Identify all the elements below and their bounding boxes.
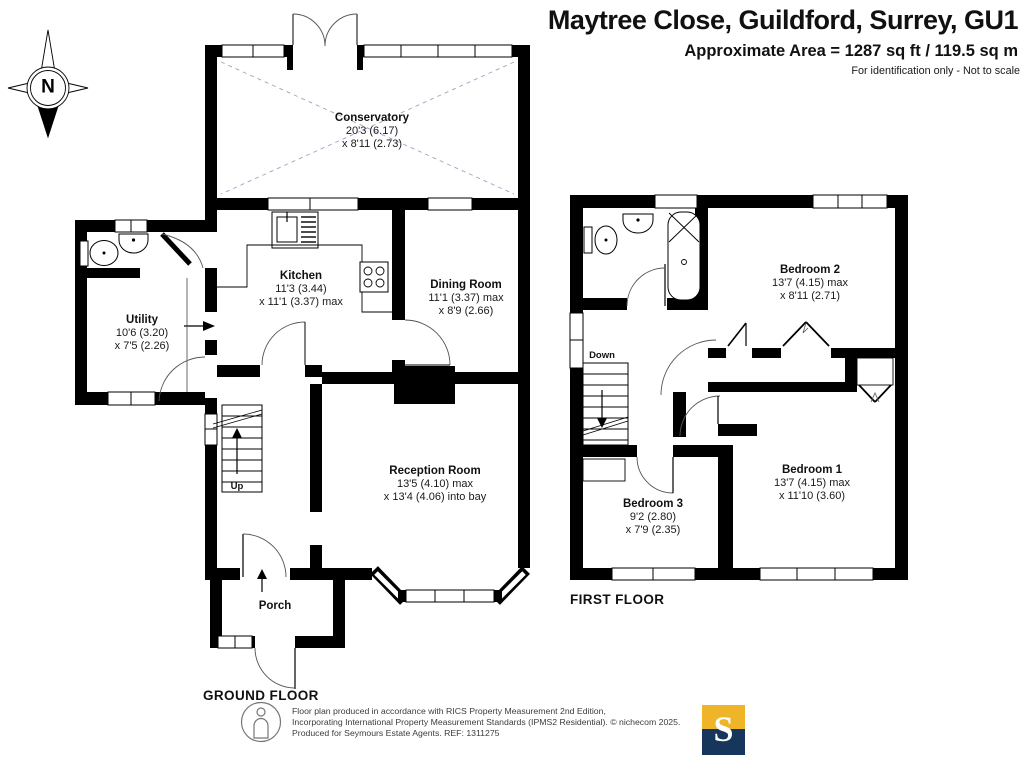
utility-structure [75,219,206,406]
ff-outer-walls [569,194,908,581]
footer-line-3: Produced for Seymours Estate Agents. REF… [292,727,500,738]
footer-line-1: Floor plan produced in accordance with R… [292,706,606,716]
logo-navy-half [702,729,745,755]
hall-stairs [184,321,322,578]
toilet-icon [79,240,119,267]
room-label-reception: Reception Room 13'5 (4.10) max x 13'4 (4… [383,465,487,503]
toilet-icon [583,225,618,255]
logo-gold-half [702,705,745,729]
compass-label: N [41,76,55,98]
ff-landing-stairs [582,339,757,568]
conservatory-structure [205,13,530,211]
north-arrow-compass [7,29,89,139]
approximate-area: Approximate Area = 1287 sq ft / 119.5 sq… [684,42,1018,60]
room-label-bedroom3: Bedroom 3 9'2 (2.80) x 7'9 (2.35) [622,498,684,536]
ground-outer-walls [204,210,530,580]
footer-disclaimer: Floor plan produced in accordance with R… [292,706,680,738]
room-label-bedroom2: Bedroom 2 13'7 (4.15) max x 8'11 (2.71) [771,264,849,302]
basin-icon [622,213,654,234]
seymours-logo: S [702,705,745,755]
basin-icon [118,233,149,254]
page-title: Maytree Close, Guildford, Surrey, GU1 [547,5,1019,35]
room-label-utility: Utility 10'6 (3.20) x 7'5 (2.26) [114,314,170,352]
bathroom-structure [583,208,708,310]
room-label-dining: Dining Room 11'1 (3.37) max x 8'9 (2.66) [428,279,504,317]
first-floor-label: FIRST FLOOR [570,592,665,607]
porch-structure [210,569,345,689]
person-icon [240,701,282,743]
reception-structure [310,366,530,605]
stairs-down-label: Down [589,350,615,361]
wardrobes [708,321,895,403]
room-label-kitchen: Kitchen 11'3 (3.44) x 11'1 (3.37) max [259,270,343,308]
logo-letter: S [713,708,734,749]
stairs-up-label: Up [230,481,244,492]
bath-icon [667,211,701,301]
room-label-porch: Porch [258,600,292,612]
ground-floor-plan [75,13,530,689]
ground-floor-label: GROUND FLOOR [203,688,319,703]
room-label-conservatory: Conservatory 20'3 (6.17) x 8'11 (2.73) [334,112,410,150]
kitchen-structure [217,210,451,374]
sink-icon [271,211,319,249]
footer-line-2: Incorporating International Property Mea… [292,716,681,727]
first-floor-plan [569,194,908,581]
room-label-bedroom1: Bedroom 1 13'7 (4.15) max x 11'10 (3.60) [773,464,851,502]
hob-icon [359,261,389,293]
identification-note: For identification only - Not to scale [851,65,1020,77]
